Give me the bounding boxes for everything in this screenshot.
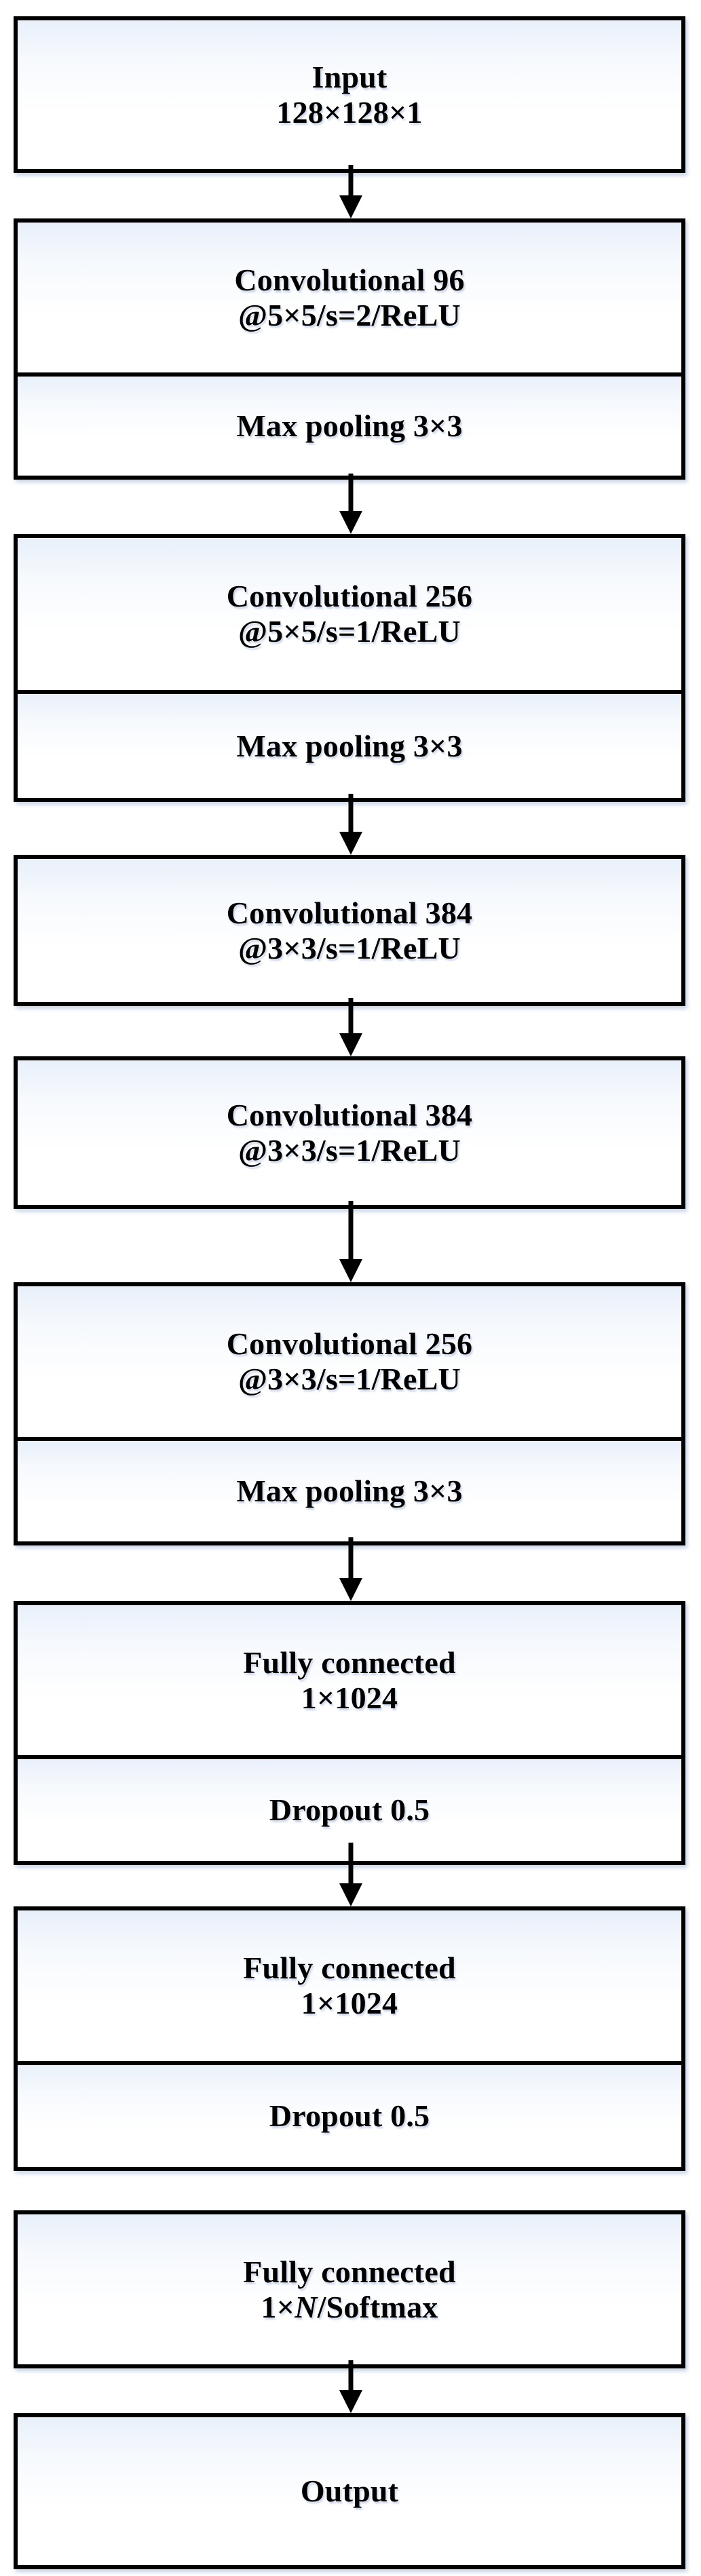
label-conv2-cell-line-1: Convolutional 256: [226, 579, 473, 614]
cell-output-cell: Output: [18, 2417, 681, 2565]
label-fc3-cell-line-1: Fully connected: [243, 2254, 456, 2289]
arrow-conv5-to-fc1: [337, 1537, 364, 1601]
label-fc3-cell-line-2: 1×N/Softmax: [261, 2289, 438, 2324]
label-fc1-cell-line-1: Fully connected: [243, 1645, 456, 1680]
block-output: Output: [14, 2413, 685, 2569]
cell-dropout2-cell: Dropout 0.5: [18, 2061, 681, 2167]
arrow-shaft: [348, 998, 353, 1036]
label-fc1-cell-line-2: 1×1024: [301, 1680, 398, 1715]
arrow-shaft: [348, 1201, 353, 1262]
arrow-head-icon: [339, 1259, 362, 1282]
cell-pool2-cell: Max pooling 3×3: [18, 690, 681, 798]
label-conv1-cell-line-2: @5×5/s=2/ReLU: [238, 297, 461, 332]
arrow-head-icon: [339, 195, 362, 218]
arrow-shaft: [348, 1843, 353, 1886]
arrow-head-icon: [339, 1033, 362, 1056]
arrow-shaft: [348, 165, 353, 198]
arrow-shaft: [348, 2360, 353, 2393]
label-conv2-cell-line-2: @5×5/s=1/ReLU: [238, 614, 461, 649]
arrow-shaft: [348, 474, 353, 514]
arrow-shaft: [348, 794, 353, 834]
label-conv3-cell-line-1: Convolutional 384: [226, 895, 473, 930]
block-conv2-pool2: Convolutional 256@5×5/s=1/ReLU Max poolin…: [14, 534, 685, 802]
label-conv5-cell-line-2: @3×3/s=1/ReLU: [238, 1362, 461, 1396]
label-fc2-cell-line-1: Fully connected: [243, 1950, 456, 1986]
label-pool2-cell-line-1: Max pooling 3×3: [236, 728, 463, 763]
arrow-shaft: [348, 1537, 353, 1581]
arrow-conv3-to-conv4: [337, 998, 364, 1056]
block-conv5-pool3: Convolutional 256@3×3/s=1/ReLU Max poolin…: [14, 1282, 685, 1545]
arrow-head-icon: [339, 1578, 362, 1601]
cell-conv5-cell: Convolutional 256@3×3/s=1/ReLU: [18, 1286, 681, 1437]
arrow-fc3-to-output: [337, 2360, 364, 2413]
arrow-fc1-to-fc2: [337, 1843, 364, 1906]
arrow-head-icon: [339, 511, 362, 534]
cell-conv3-cell: Convolutional 384@3×3/s=1/ReLU: [18, 859, 681, 1002]
cell-conv4-cell: Convolutional 384@3×3/s=1/ReLU: [18, 1060, 681, 1205]
block-conv3: Convolutional 384@3×3/s=1/ReLU: [14, 855, 685, 1006]
label-conv4-cell-line-1: Convolutional 384: [226, 1097, 473, 1132]
cell-pool3-cell: Max pooling 3×3: [18, 1437, 681, 1541]
label-pool1-cell-line-1: Max pooling 3×3: [236, 408, 463, 444]
cell-pool1-cell: Max pooling 3×3: [18, 372, 681, 476]
block-conv4: Convolutional 384@3×3/s=1/ReLU: [14, 1056, 685, 1209]
arrow-head-icon: [339, 832, 362, 855]
italic-variable-n: N: [295, 2289, 318, 2324]
cell-conv2-cell: Convolutional 256@5×5/s=1/ReLU: [18, 538, 681, 690]
label-conv4-cell-line-2: @3×3/s=1/ReLU: [238, 1132, 461, 1168]
label-conv3-cell-line-2: @3×3/s=1/ReLU: [238, 930, 461, 965]
label-conv5-cell-line-1: Convolutional 256: [226, 1326, 473, 1362]
label-output-cell-line-1: Output: [300, 2474, 399, 2509]
cell-conv1-cell: Convolutional 96@5×5/s=2/ReLU: [18, 223, 681, 372]
arrow-conv2-to-conv3: [337, 794, 364, 855]
arrow-conv4-to-conv5: [337, 1201, 364, 1282]
label-conv1-cell-line-1: Convolutional 96: [234, 262, 465, 297]
arrow-input-to-conv1: [337, 165, 364, 218]
arrow-head-icon: [339, 1883, 362, 1906]
label-input-cell-line-2: 128×128×1: [276, 94, 423, 130]
label-fc2-cell-line-2: 1×1024: [301, 1986, 398, 2020]
label-input-cell-line-1: Input: [311, 59, 387, 94]
arrow-head-icon: [339, 2390, 362, 2413]
label-dropout1-cell-line-1: Dropout 0.5: [269, 1792, 430, 1828]
arrow-conv1-to-conv2: [337, 474, 364, 534]
label-dropout2-cell-line-1: Dropout 0.5: [269, 2098, 430, 2134]
block-conv1-pool1: Convolutional 96@5×5/s=2/ReLU Max pooling…: [14, 218, 685, 480]
label-pool3-cell-line-1: Max pooling 3×3: [236, 1474, 463, 1509]
